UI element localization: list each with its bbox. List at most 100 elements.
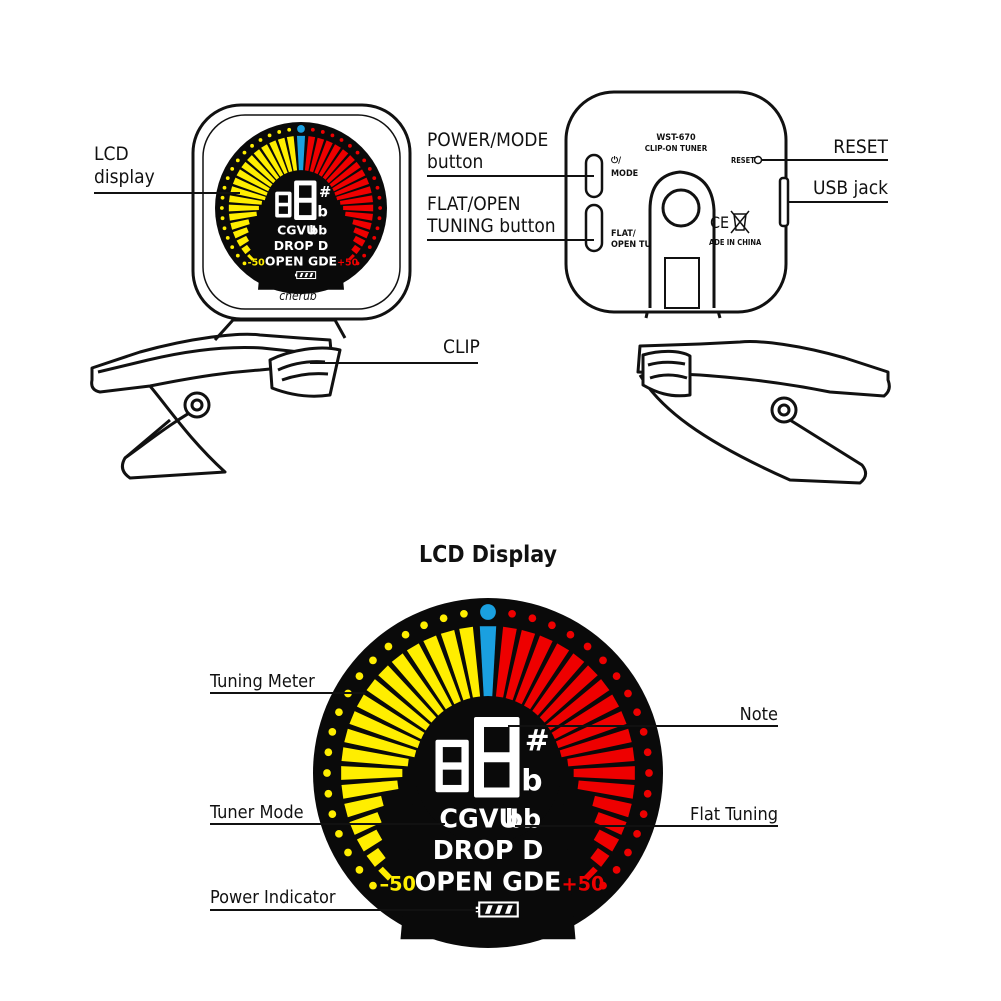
front-meter-bar-flat (286, 136, 298, 175)
flat-open-button[interactable] (584, 203, 604, 253)
usb-jack (778, 176, 790, 228)
front-meter-bar-sharp (313, 140, 333, 178)
detail-meter-dot (624, 848, 632, 857)
detail-meter-dot (355, 672, 364, 680)
model-text: WST-670 (656, 133, 696, 143)
front-clip (90, 318, 347, 480)
front-meter-bar-flat (247, 155, 278, 186)
tuning-meter-label: Tuning Meter (209, 671, 315, 692)
lcd-display-label-1: LCD (94, 143, 129, 165)
detail-meter-bar-sharp (594, 812, 627, 835)
detail-meter-bar-sharp (567, 747, 635, 767)
power-mode-label-2: button (427, 151, 483, 173)
detail-meter-dot (335, 708, 343, 717)
front-meter-bar-sharp (330, 169, 366, 193)
front-meter-dot (225, 236, 230, 240)
front-meter-bar-flat (232, 177, 270, 197)
front-meter-dot (320, 130, 325, 134)
detail-note-digits (435, 717, 520, 798)
detail-meter-bar-flat (349, 711, 425, 750)
detail-meter-bar-sharp (504, 629, 536, 707)
front-meter-bar-sharp (317, 144, 341, 180)
front-meter-bar-flat (228, 204, 259, 212)
front-meter-bar-sharp (353, 227, 370, 239)
detail-meter-bar-sharp (495, 626, 517, 705)
power-indicator-label: Power Indicator (210, 887, 336, 908)
front-meter-dot (377, 216, 382, 221)
front-meter-dot (220, 216, 225, 221)
front-meter-bar-sharp (352, 235, 366, 247)
note-label: Note (740, 704, 778, 725)
detail-meter-dot (599, 881, 607, 890)
mode-text: MODE (611, 169, 638, 179)
detail-plus-50: +50 (562, 872, 605, 895)
detail-meter-dot (328, 728, 337, 736)
detail-drop-d: DROP D (433, 835, 544, 865)
reset-hole[interactable] (753, 155, 763, 165)
detail-meter-bar-flat (344, 728, 417, 758)
detail-meter-bar-flat (366, 679, 435, 734)
detail-meter-dot (369, 656, 377, 665)
detail-meter-dot (639, 810, 648, 818)
made-in-text: ADE IN CHINA (709, 238, 762, 247)
front-meter-bar-flat (230, 186, 266, 201)
flat-text: FLAT/ (611, 229, 636, 239)
front-meter-bar-sharp (304, 136, 316, 175)
detail-meter-dot (384, 642, 393, 651)
front-meter-dot (287, 127, 292, 132)
front-meter-bar-flat (269, 140, 289, 178)
front-meter-bar-flat (253, 149, 282, 182)
detail-meter-dot (599, 656, 607, 665)
front-meter-bar-sharp (352, 219, 372, 230)
tuner-mode-label: Tuner Mode (209, 802, 304, 823)
lcd-detail-callouts: Tuning Meter Note Tuner Mode Flat Tuning… (209, 671, 778, 911)
detail-meter-dot (633, 708, 641, 717)
detail-meter-dot (643, 789, 652, 798)
detail-meter-bar-sharp (583, 866, 598, 881)
front-meter-dot (267, 133, 272, 138)
detail-meter-bar-flat (378, 866, 393, 881)
front-meter-bar-flat (236, 169, 272, 193)
front-meter-dot (242, 150, 247, 155)
detail-meter-dot (612, 866, 621, 874)
detail-meter-dot (328, 810, 337, 818)
reset-label: RESET (833, 136, 888, 158)
front-meter-bar-sharp (339, 195, 373, 205)
front-meter-bar-flat (277, 137, 294, 176)
detail-open-gde: OPEN GDE (415, 866, 562, 896)
front-meter-bar-flat (261, 144, 285, 180)
front-meter-dot (230, 245, 235, 249)
detail-meter-dot (548, 621, 556, 630)
product-text: CLIP-ON TUNER (645, 144, 708, 153)
front-meter-bar-sharp (345, 211, 373, 221)
front-meter-bar-sharp (324, 155, 355, 186)
front-meter-bar-flat (241, 244, 251, 255)
detail-meter-bar-flat (440, 629, 472, 707)
front-meter-dot (378, 206, 383, 210)
front-meter-bar-flat (232, 227, 249, 239)
front-meter-dot (375, 185, 380, 190)
detail-meter-bar-sharp (551, 711, 627, 750)
detail-meter-dot (643, 748, 652, 757)
front-open-gde: OPEN GDE (265, 254, 337, 269)
detail-meter-bar-sharp (528, 653, 585, 721)
detail-meter-dot (612, 672, 621, 680)
detail-meter-bar-flat (378, 665, 441, 727)
detail-meter-dot (528, 614, 537, 623)
detail-meter-dot (355, 866, 364, 874)
front-meter-bar-sharp (348, 254, 355, 261)
front-meter-bar-sharp (327, 161, 361, 189)
front-meter-dot (235, 253, 240, 258)
usb-jack-label: USB jack (813, 177, 888, 199)
detail-meter-bar-sharp (573, 766, 635, 780)
front-meter-bar-flat (241, 161, 275, 189)
front-meter-bar-flat (229, 211, 257, 221)
detail-meter-center-dot (480, 604, 496, 620)
front-meter-dot (277, 130, 282, 134)
detail-meter-dot (439, 614, 448, 623)
detail-meter-dot (369, 881, 377, 890)
detail-meter-bar-flat (459, 626, 481, 705)
detail-meter-bar-sharp (559, 728, 632, 758)
front-meter-dot (235, 158, 240, 163)
